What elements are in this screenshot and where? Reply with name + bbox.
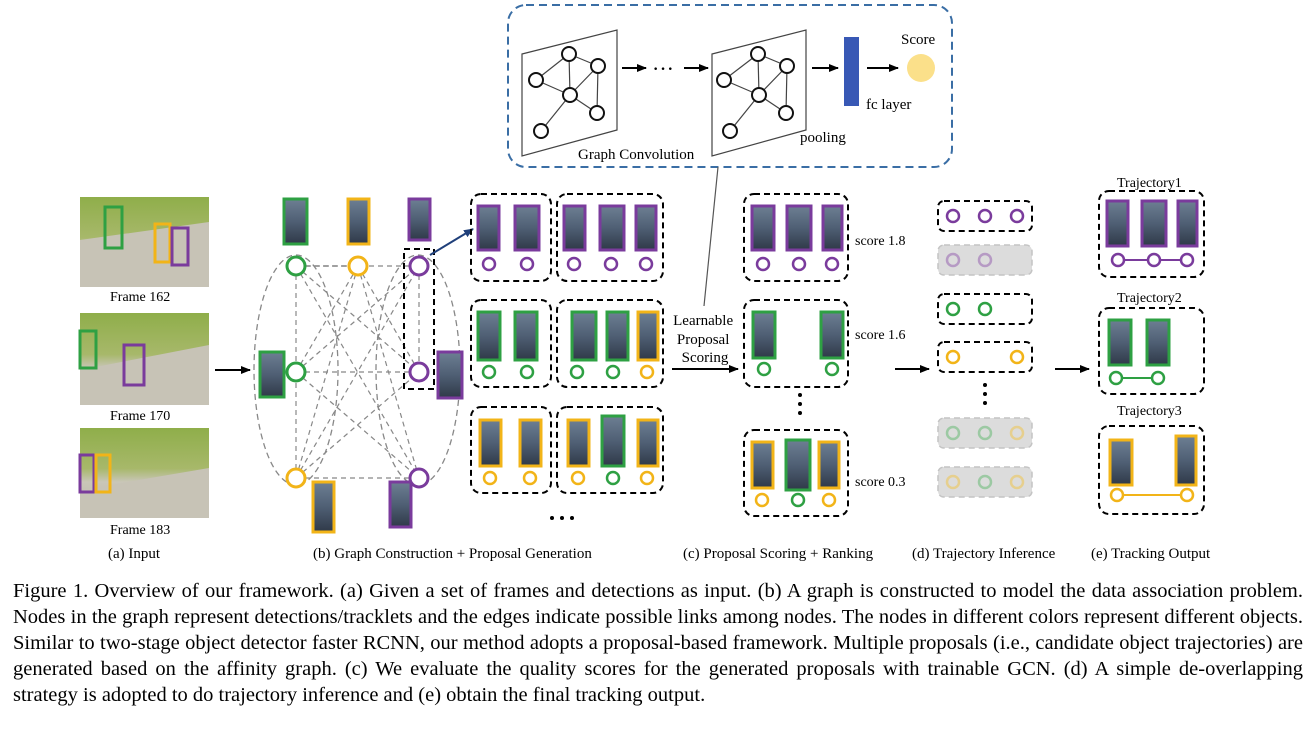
frame-170: Frame 170 [78,313,209,424]
learnable-scoring-label: Learnable Proposal Scoring [673,313,737,366]
score-text: score 0.3 [855,475,906,490]
frame-label: Frame 183 [110,523,170,538]
score-circle [907,54,935,82]
fc-layer-label: fc layer [866,97,911,113]
pooling-label: pooling [800,130,846,146]
score-label: Score [901,32,935,48]
score-text: score 1.8 [855,234,906,249]
graph-convolution-label: Graph Convolution [578,147,695,163]
gcn-inset: ··· Graph Convolution pooling fc layer S… [507,4,953,168]
trajectory-title: Trajectory3 [1117,404,1182,419]
section-label-graph: (b) Graph Construction + Proposal Genera… [313,546,592,562]
section-label-input: (a) Input [108,546,161,562]
score-text: score 1.6 [855,328,906,343]
figure-caption: Figure 1. Overview of our framework. (a)… [13,578,1303,708]
section-labels: (a) Input (b) Graph Construction + Propo… [108,546,1211,562]
framework-figure: ··· Graph Convolution pooling fc layer S… [78,4,1211,562]
frame-label: Frame 162 [110,290,170,305]
section-label-inference: (d) Trajectory Inference [912,546,1056,562]
proposals [470,193,664,520]
ranked-proposals: score 1.8 score 1.6 score 0.3 [743,193,906,517]
input-frames: Frame 162 Frame 170 Frame 183 [78,197,209,538]
affinity-graph [253,197,474,534]
caption-text: Figure 1. Overview of our framework. (a)… [13,580,1303,706]
trajectory-inference [937,200,1033,498]
section-label-scoring: (c) Proposal Scoring + Ranking [683,546,874,562]
section-label-output: (e) Tracking Output [1091,546,1211,562]
frame-label: Frame 170 [110,409,170,424]
fc-layer-bar [844,37,859,106]
inset-ellipsis: ··· [652,56,674,81]
trajectory-title: Trajectory2 [1117,291,1182,306]
frame-183: Frame 183 [78,428,209,538]
trajectory-title: Trajectory1 [1117,176,1182,191]
tracking-output: Trajectory1 Trajectory2 Trajectory3 [1098,176,1205,515]
frame-162: Frame 162 [80,197,209,305]
